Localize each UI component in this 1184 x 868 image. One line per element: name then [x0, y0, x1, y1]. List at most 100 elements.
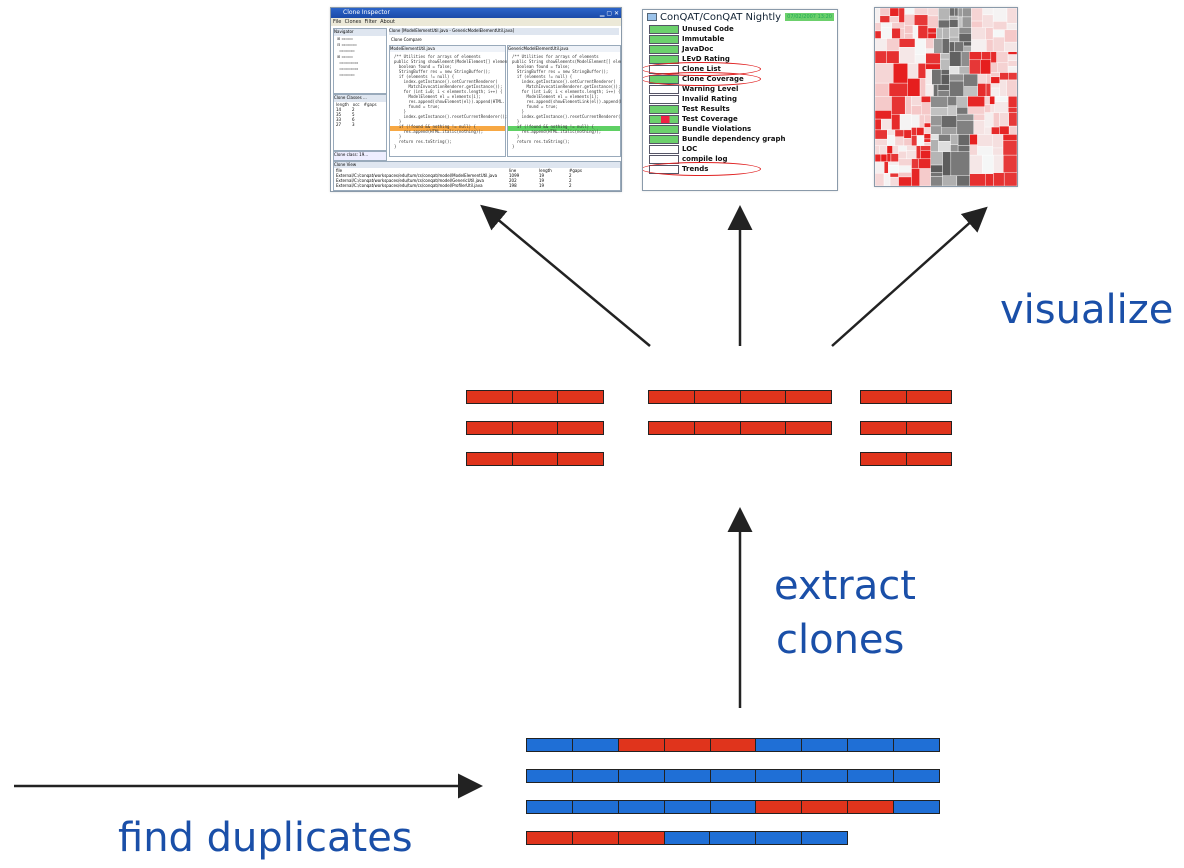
duplicate-cell — [802, 801, 849, 813]
clone-class-cell: 2 — [352, 107, 355, 112]
right-editor: GenericModelElementUtil.java /** Utiliti… — [507, 45, 621, 157]
clone-class-bar[interactable]: Clone class: 19... — [333, 151, 387, 161]
menu-filter[interactable]: Filter — [364, 19, 377, 25]
code-cell — [710, 770, 757, 782]
clone-view-row[interactable]: External/C:/conqat/workspaces/edu/tum/cs… — [334, 173, 620, 178]
clone-view-cell: 198 — [509, 183, 517, 188]
clone-cell — [786, 391, 831, 403]
clone-view-cell: 2 — [569, 178, 572, 183]
menu-clones[interactable]: Clones — [344, 19, 362, 25]
right-code: /** Utilities for arrays of elements pub… — [512, 54, 622, 149]
clone-fragment — [648, 390, 832, 404]
code-cell — [802, 739, 849, 751]
clone-view-cell: External/C:/conqat/workspaces/edu/tum/cs… — [336, 178, 484, 183]
clone-view-cell: External/C:/conqat/workspaces/edu/tum/cs… — [336, 173, 498, 178]
clone-classes-tab[interactable]: Clone Classes ... — [334, 95, 386, 102]
clone-class-cell: 27 — [336, 122, 342, 127]
col-gaps2[interactable]: #gaps — [569, 168, 582, 173]
dashboard-row-label[interactable]: Immutable — [682, 35, 725, 43]
clone-cell — [558, 391, 604, 403]
code-cell — [710, 832, 757, 844]
dashboard-row[interactable]: Clone Coverage — [643, 72, 837, 86]
col-line[interactable]: line — [509, 168, 517, 173]
clone-cell — [558, 422, 604, 434]
duplicate-cell — [618, 832, 665, 844]
clone-class-row[interactable]: 27 3 — [336, 122, 386, 127]
clone-view-header: file line length #gaps — [334, 168, 620, 173]
dashboard-row[interactable]: Unused Code — [649, 24, 837, 34]
clone-class-cell: 3 — [352, 122, 355, 127]
clone-view-row[interactable]: External/C:/conqat/workspaces/edu/tum/cs… — [334, 178, 620, 183]
menu-file[interactable]: File — [333, 19, 342, 25]
code-cell — [572, 770, 619, 782]
clone-view-row[interactable]: External/C:/conqat/workspaces/edu/tum/cs… — [334, 183, 620, 188]
dashboard-row[interactable]: Immutable — [649, 34, 837, 44]
clone-fragment — [860, 452, 952, 466]
clone-class-cell: 14 — [336, 107, 342, 112]
dashboard-row-label[interactable]: Unused Code — [682, 25, 734, 33]
dashboard-row-label[interactable]: JavaDoc — [682, 45, 714, 53]
menu-about[interactable]: About — [380, 19, 395, 25]
dashboard-row[interactable]: Bundle Violations — [649, 124, 837, 134]
clone-class-row[interactable]: 14 2 — [336, 107, 386, 112]
dashboard-row[interactable]: JavaDoc — [649, 44, 837, 54]
col-length[interactable]: length — [336, 102, 349, 107]
col-gaps[interactable]: #gaps — [363, 102, 377, 107]
clone-view-tab[interactable]: Clone View — [334, 162, 620, 168]
clone-cell — [906, 453, 951, 465]
dashboard-row[interactable]: Test Coverage — [649, 114, 837, 124]
code-cell — [802, 770, 849, 782]
dashboard-row-label[interactable]: Warning Level — [682, 85, 739, 93]
code-cell — [894, 770, 940, 782]
clone-cell — [861, 391, 907, 403]
code-cell — [710, 801, 757, 813]
clone-class-cell: 33 — [336, 117, 342, 122]
dashboard-row-label[interactable]: Test Coverage — [682, 115, 738, 123]
code-cell — [527, 770, 573, 782]
clone-cell — [694, 391, 741, 403]
clone-inspector-screenshot: Clone Inspector ▁ ▢ ✕ File Clones Filter… — [330, 7, 622, 192]
window-title-bar: Clone Inspector ▁ ▢ ✕ — [331, 8, 621, 18]
col-occ[interactable]: occ — [352, 102, 360, 107]
dashboard-row-label[interactable]: Invalid Rating — [682, 95, 737, 103]
clone-cell — [906, 422, 951, 434]
clone-fragment — [466, 452, 604, 466]
left-editor: ModelElementUtil.java /** Utilities for … — [389, 45, 524, 157]
code-cell — [664, 770, 711, 782]
dashboard-status-bar — [649, 134, 679, 144]
dashboard-row-label[interactable]: Bundle dependency graph — [682, 135, 786, 143]
editor-tab[interactable]: Clone [ModelElementUtil.java - GenericMo… — [389, 28, 619, 35]
clone-cell — [512, 422, 559, 434]
dashboard-row-label[interactable]: LOC — [682, 145, 698, 153]
dashboard-row[interactable]: Bundle dependency graph — [649, 134, 837, 144]
dashboard-row-label[interactable]: compile log — [682, 155, 728, 163]
code-row — [526, 800, 940, 814]
navigator-tab[interactable]: Navigator — [334, 29, 386, 36]
col-file[interactable]: file — [336, 168, 343, 173]
dashboard-row[interactable]: Trends — [643, 162, 837, 176]
dashboard-row[interactable]: Test Results — [649, 104, 837, 114]
duplicate-cell — [527, 832, 573, 844]
code-cell — [664, 801, 711, 813]
dashboard-row-label[interactable]: LEvD Rating — [682, 55, 730, 63]
code-cell — [756, 770, 803, 782]
treemap-screenshot — [874, 7, 1018, 187]
clone-cell — [740, 391, 787, 403]
duplicate-cell — [710, 739, 757, 751]
dashboard-row[interactable]: Warning Level — [649, 84, 837, 94]
clone-cell — [512, 391, 559, 403]
dashboard-row[interactable]: Invalid Rating — [649, 94, 837, 104]
clone-view-cell: 2 — [569, 173, 572, 178]
col-len[interactable]: length — [539, 168, 552, 173]
clone-cell — [786, 422, 831, 434]
right-file-name: GenericModelElementUtil.java — [508, 46, 620, 52]
window-controls[interactable]: ▁ ▢ ✕ — [599, 10, 619, 17]
dashboard-row-label[interactable]: Bundle Violations — [682, 125, 752, 133]
duplicate-cell — [848, 801, 895, 813]
code-cell — [572, 739, 619, 751]
dashboard-row-label[interactable]: Test Results — [682, 105, 730, 113]
dashboard-row[interactable]: LOC — [649, 144, 837, 154]
code-cell — [618, 801, 665, 813]
